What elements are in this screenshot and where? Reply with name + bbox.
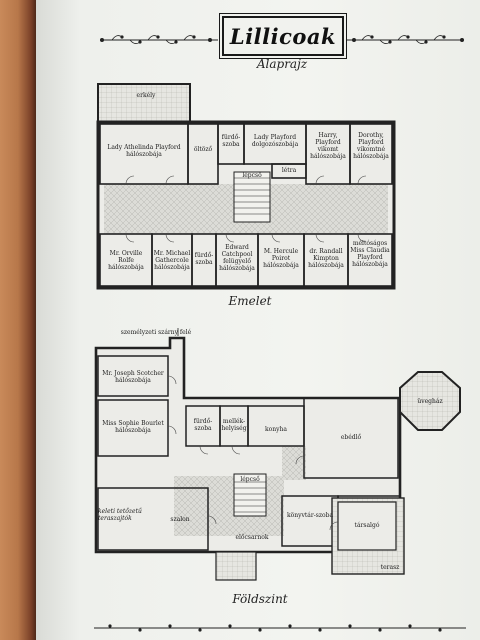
page-title: Lillicoak (229, 23, 337, 49)
room-orville: Mr. Orville Rolfe hálószobája (108, 250, 144, 271)
room-terrace-doors: keleti tetőzetű teraszajtók (98, 508, 142, 522)
room-library: könyvtár-szoba (286, 512, 334, 519)
title-box: Lillicoak (222, 16, 344, 56)
room-dorothy: Dorothy, Playford vikomtné hálószobája (353, 132, 389, 160)
room-bathroom-upper: fürdő-szoba (221, 134, 241, 148)
ground-floor-drawing (94, 328, 461, 581)
room-stairs-upper: lépcső (242, 172, 262, 179)
room-sophie: Miss Sophie Bourlet hálószobája (102, 420, 164, 434)
room-salon: szalon (170, 516, 190, 523)
room-harry: Harry, Playford vikomt hálószobája (310, 132, 346, 160)
room-randall: dr. Randall Kimpton hálószobája (308, 248, 344, 269)
room-edward: Edward Catchpool felügyelő hálószobája (219, 244, 255, 272)
room-dining: ebédlő (340, 434, 362, 441)
room-ladder: létra (281, 167, 297, 174)
room-stairs-ground: lépcső (240, 476, 260, 483)
upper-floor-caption: Emelet (228, 294, 272, 308)
upper-floor-plan: erkély Lady Athelinda Playford hálószobá… (96, 82, 396, 302)
room-hall: előcsarnok (235, 534, 269, 541)
label-servant-wing: személyzeti szárny felé (120, 329, 192, 336)
page-header: Lillicoak Alaprajz (92, 14, 472, 71)
ground-floor-caption: Földszint (232, 592, 288, 606)
footer-ornament (94, 624, 466, 632)
room-greenhouse: üvegház (417, 398, 443, 405)
room-lady-playford-study: Lady Playford dolgozószobája (251, 134, 299, 148)
upper-floor-drawing (96, 83, 396, 290)
room-hercule: M. Hercule Poirot hálószobája (263, 248, 299, 269)
room-joseph: Mr. Joseph Scotcher hálószobája (102, 370, 164, 384)
room-kitchen: konyha (265, 426, 287, 433)
header-ornament (100, 14, 464, 44)
page-subtitle: Alaprajz (256, 57, 308, 71)
room-dressing: öltöző (193, 146, 213, 153)
room-balcony: erkély (136, 92, 156, 99)
ground-floor-plan: személyzeti szárny felé Mr. Joseph Scotc… (92, 326, 468, 582)
room-lady-athelinda: Lady Athelinda Playford hálószobája (107, 144, 181, 158)
book-spine (0, 0, 40, 640)
room-michael: Mr. Michael Gathercole hálószobája (153, 250, 191, 271)
room-washroom: fürdő-szoba (194, 252, 214, 266)
room-claudia: méltóságos Miss Claudia Playford hálószo… (350, 240, 390, 268)
room-bathroom-ground: fürdő-szoba (193, 418, 213, 432)
room-terrace: terasz (380, 564, 400, 571)
room-lounge: társalgó (354, 522, 380, 529)
room-side-room: mellék-helyiség (221, 418, 247, 432)
